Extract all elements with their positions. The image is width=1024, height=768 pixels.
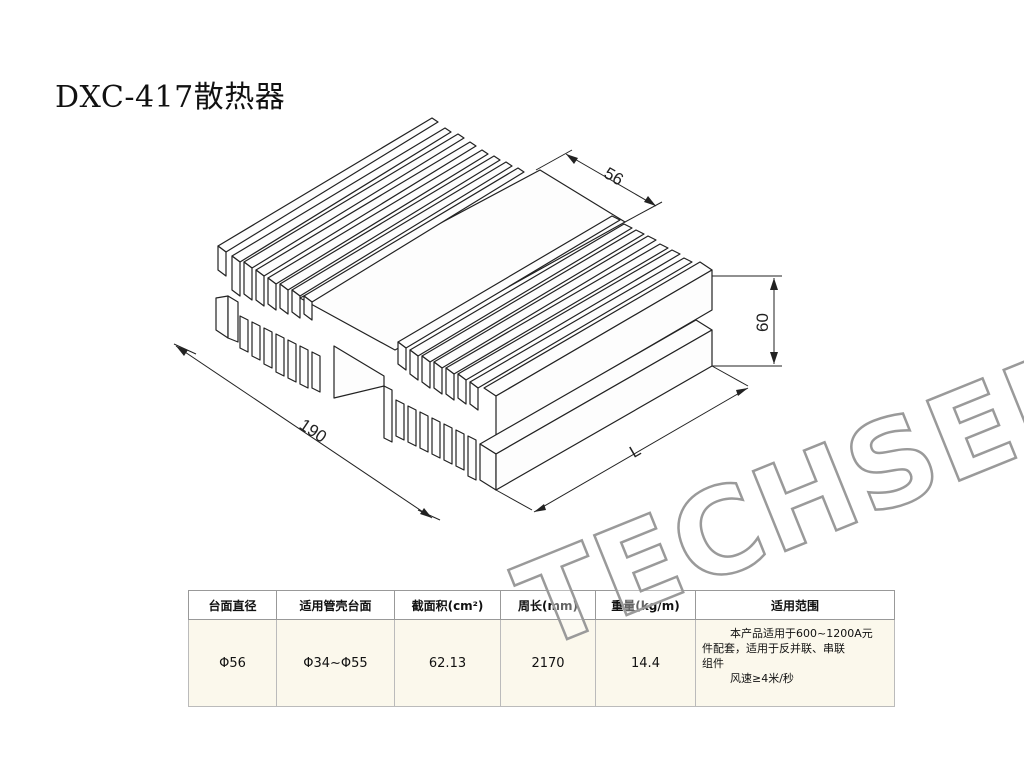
dim-56-line: [565, 153, 657, 207]
dim-length-label: L: [626, 440, 644, 461]
heatsink-body: [215, 117, 713, 491]
lower-left-fins: [239, 315, 321, 393]
header-application: 适用范围: [695, 590, 895, 620]
header-perimeter: 周长(mm): [500, 590, 596, 620]
note-line-2: 件配套，适用于反并联、串联: [702, 642, 845, 655]
cell-perimeter: 2170: [500, 619, 596, 707]
dim-190-line: [175, 345, 433, 519]
note-line-1: 本产品适用于600~1200A元: [730, 627, 873, 640]
note-line-4: 风速≥4米/秒: [730, 672, 794, 685]
header-area: 截面积(cm²): [394, 590, 501, 620]
header-diameter: 台面直径: [188, 590, 277, 620]
upper-left-fins: [217, 117, 525, 321]
dim-depth-label: 190: [296, 415, 330, 447]
cell-area: 62.13: [394, 619, 501, 707]
header-weight: 重量(kg/m): [595, 590, 696, 620]
page-title: DXC-417散热器: [55, 80, 286, 115]
cell-application: 本产品适用于600~1200A元 件配套，适用于反并联、串联 组件 风速≥4米/…: [695, 619, 895, 707]
table-row: Φ56 Φ34~Φ55 62.13 2170 14.4 本产品适用于600~12…: [188, 619, 895, 707]
table-header-row: 台面直径 适用管壳台面 截面积(cm²) 周长(mm) 重量(kg/m) 适用范…: [188, 590, 895, 620]
cell-case-range: Φ34~Φ55: [276, 619, 395, 707]
upper-right-fins: [397, 215, 713, 437]
dimension-lines: [173, 149, 782, 521]
header-case-range: 适用管壳台面: [276, 590, 395, 620]
heatsink-drawing: 56 60 190 L: [173, 117, 782, 521]
cell-weight: 14.4: [595, 619, 696, 707]
dim-l-line: [533, 387, 749, 513]
note-line-3: 组件: [702, 657, 724, 670]
lower-right-fins: [395, 319, 713, 491]
dim-height-label: 60: [753, 313, 772, 332]
cell-diameter: Φ56: [188, 619, 277, 707]
arrowheads: [176, 154, 778, 518]
dim-width-label: 56: [601, 163, 627, 189]
spec-table: 台面直径 适用管壳台面 截面积(cm²) 周长(mm) 重量(kg/m) 适用范…: [188, 590, 895, 707]
